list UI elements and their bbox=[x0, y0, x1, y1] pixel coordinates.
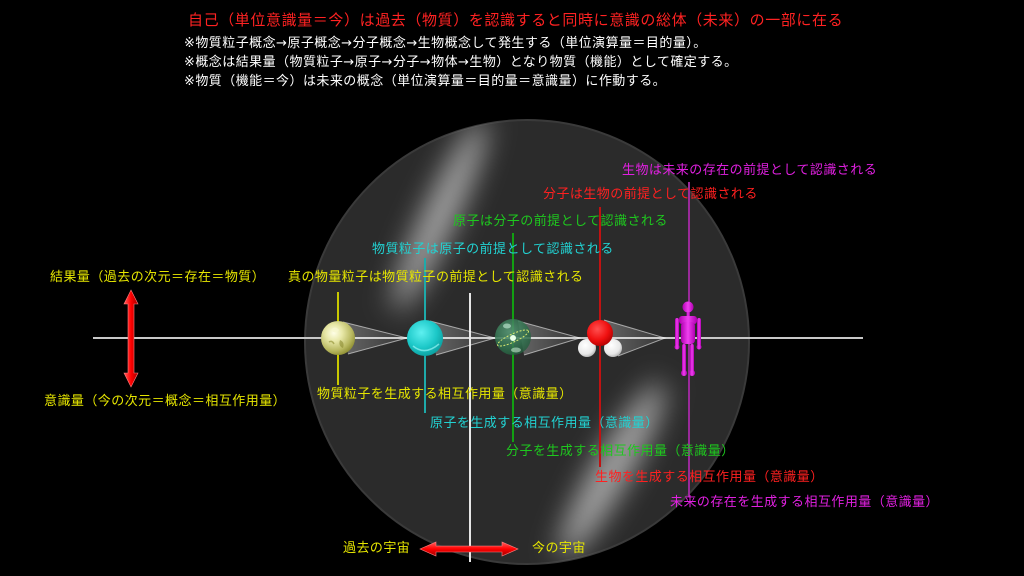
result-quantity-label: 結果量（過去の次元＝存在＝物質） bbox=[50, 270, 266, 285]
matter-particle-sphere-icon bbox=[407, 320, 443, 356]
stage-lower-label-molecule: 生物を生成する相互作用量（意識量） bbox=[595, 470, 824, 485]
note-line-3: ※物質（機能＝今）は未来の概念（単位演算量＝目的量＝意識量）に作動する。 bbox=[184, 74, 667, 89]
present-universe-label: 今の宇宙 bbox=[532, 541, 586, 556]
past-universe-label: 過去の宇宙 bbox=[343, 541, 411, 556]
note-line-2: ※概念は結果量（物質粒子→原子→分子→物体→生物）となり物質（機能）として確定す… bbox=[184, 55, 738, 70]
stage-upper-label-atom: 原子は分子の前提として認識される bbox=[453, 214, 668, 229]
molecule-icon bbox=[578, 320, 622, 357]
stage-upper-label-quantum: 真の物量粒子は物質粒子の前提として認識される bbox=[288, 270, 584, 285]
vertical-double-arrow-icon bbox=[123, 289, 139, 388]
note-line-1: ※物質粒子概念→原子概念→分子概念→生物概念して発生する（単位演算量＝目的量）。 bbox=[184, 36, 707, 51]
horizontal-double-arrow-icon bbox=[419, 541, 519, 557]
stage-lower-label-living: 未来の存在を生成する相互作用量（意識量） bbox=[670, 495, 940, 510]
atom-sphere-icon bbox=[495, 319, 531, 355]
stage-lower-label-matter: 原子を生成する相互作用量（意識量） bbox=[430, 416, 659, 431]
stage-lower-label-quantum: 物質粒子を生成する相互作用量（意識量） bbox=[317, 387, 573, 402]
stage-upper-label-molecule: 分子は生物の前提として認識される bbox=[543, 187, 758, 202]
stage-upper-label-living: 生物は未来の存在の前提として認識される bbox=[622, 163, 878, 178]
stage-lower-label-atom: 分子を生成する相互作用量（意識量） bbox=[506, 444, 735, 459]
stage-upper-label-matter: 物質粒子は原子の前提として認識される bbox=[372, 242, 614, 257]
consciousness-quantity-label: 意識量（今の次元＝概念＝相互作用量） bbox=[44, 394, 287, 409]
quantum-particle-sphere-icon bbox=[321, 321, 355, 355]
humanoid-figure-icon bbox=[674, 301, 702, 376]
page-title: 自己（単位意識量＝今）は過去（物質）を認識すると同時に意識の総体（未来）の一部に… bbox=[188, 11, 844, 29]
